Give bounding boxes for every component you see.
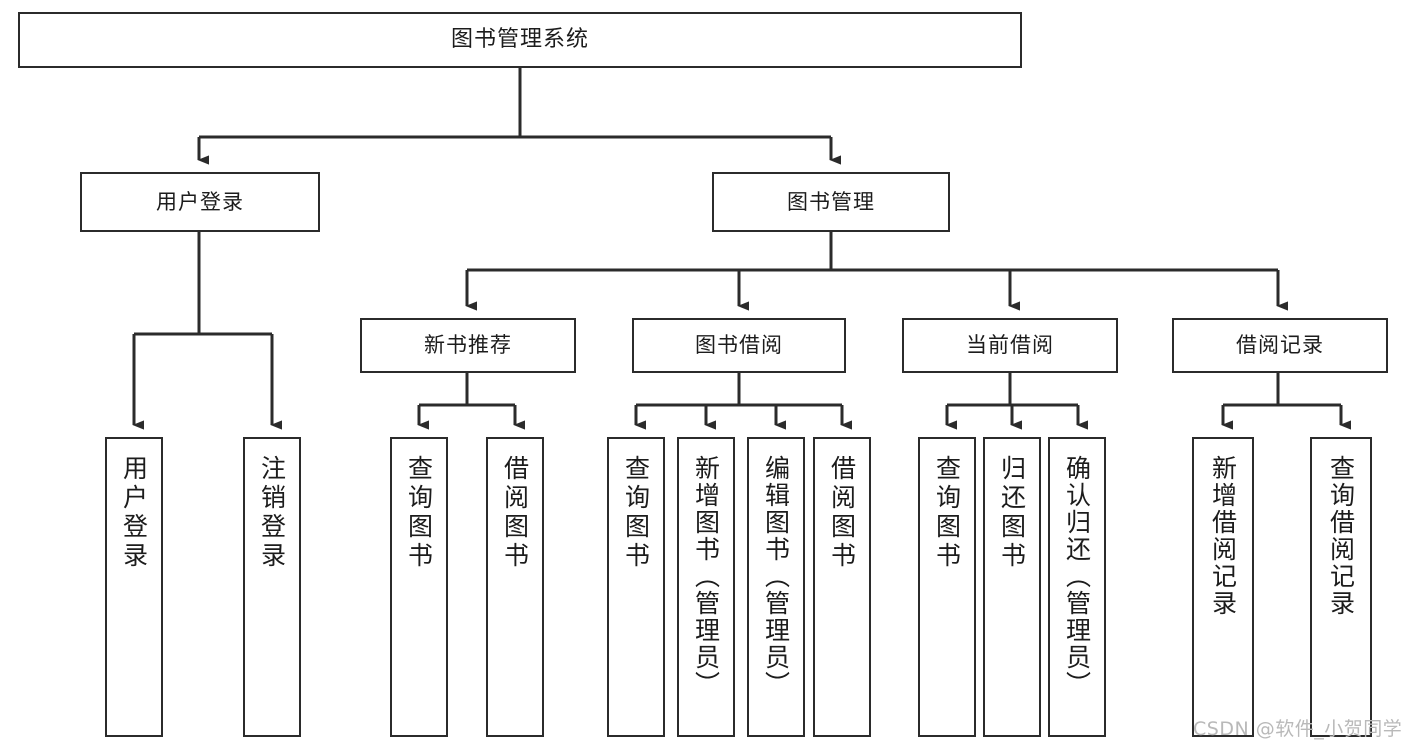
leaf-query-book-current[interactable]: 查询图书 xyxy=(918,437,976,737)
leaf-confirm-return-admin[interactable]: 确认归还（管理员） xyxy=(1048,437,1106,737)
leaf-label: 新增图书（管理员） xyxy=(691,455,721,698)
node-label: 图书借阅 xyxy=(695,333,783,358)
watermark-csdn: CSDN @软件_小贺同学 xyxy=(1193,718,1403,740)
leaf-label: 新增借阅记录 xyxy=(1208,455,1238,617)
leaf-label: 借阅图书 xyxy=(500,455,530,571)
node-current-borrow[interactable]: 当前借阅 xyxy=(902,318,1118,373)
leaf-add-borrow-record[interactable]: 新增借阅记录 xyxy=(1192,437,1254,737)
leaf-query-borrow-record[interactable]: 查询借阅记录 xyxy=(1310,437,1372,737)
node-new-book-recommend[interactable]: 新书推荐 xyxy=(360,318,576,373)
node-label: 当前借阅 xyxy=(966,333,1054,358)
node-label: 新书推荐 xyxy=(424,333,512,358)
node-user-login[interactable]: 用户登录 xyxy=(80,172,320,232)
leaf-label: 用户登录 xyxy=(119,455,149,571)
node-label: 图书管理 xyxy=(787,189,875,214)
node-borrow-record[interactable]: 借阅记录 xyxy=(1172,318,1388,373)
leaf-label: 归还图书 xyxy=(997,455,1027,571)
leaf-label: 确认归还（管理员） xyxy=(1062,455,1092,698)
leaf-add-book-admin[interactable]: 新增图书（管理员） xyxy=(677,437,735,737)
leaf-label: 查询图书 xyxy=(932,455,962,571)
leaf-label: 借阅图书 xyxy=(827,455,857,571)
node-label: 借阅记录 xyxy=(1236,333,1324,358)
leaf-label: 查询图书 xyxy=(404,455,434,571)
leaf-label: 查询借阅记录 xyxy=(1326,455,1356,617)
leaf-logout[interactable]: 注销登录 xyxy=(243,437,301,737)
leaf-edit-book-admin[interactable]: 编辑图书（管理员） xyxy=(747,437,805,737)
node-label: 用户登录 xyxy=(156,189,244,214)
leaf-user-login[interactable]: 用户登录 xyxy=(105,437,163,737)
node-book-management[interactable]: 图书管理 xyxy=(712,172,950,232)
leaf-borrow-book-recommend[interactable]: 借阅图书 xyxy=(486,437,544,737)
leaf-label: 查询图书 xyxy=(621,455,651,571)
leaf-query-book-borrow[interactable]: 查询图书 xyxy=(607,437,665,737)
leaf-return-book[interactable]: 归还图书 xyxy=(983,437,1041,737)
node-book-management-system[interactable]: 图书管理系统 xyxy=(18,12,1022,68)
leaf-query-book-recommend[interactable]: 查询图书 xyxy=(390,437,448,737)
leaf-label: 注销登录 xyxy=(257,455,287,571)
node-label: 图书管理系统 xyxy=(450,27,589,53)
leaf-label: 编辑图书（管理员） xyxy=(761,455,791,698)
node-book-borrow[interactable]: 图书借阅 xyxy=(632,318,846,373)
leaf-borrow-book[interactable]: 借阅图书 xyxy=(813,437,871,737)
